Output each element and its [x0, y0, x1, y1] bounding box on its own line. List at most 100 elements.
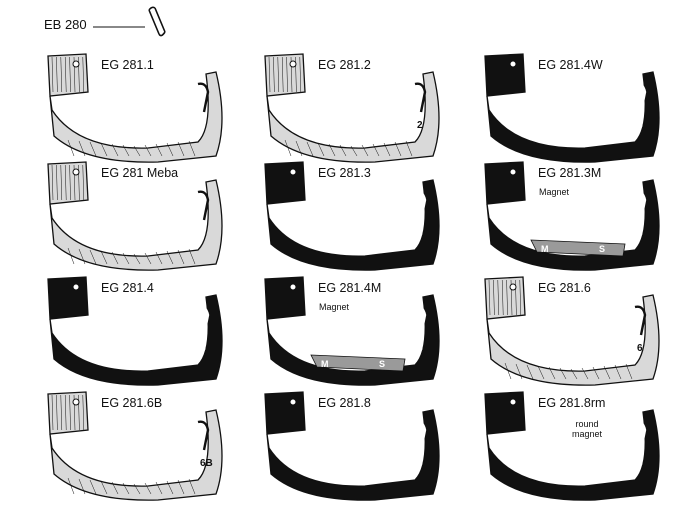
hatch-line	[100, 250, 108, 265]
size-number: 3	[637, 228, 643, 239]
magnet-callout: Magnet	[539, 187, 570, 197]
clip-sole-arm	[49, 409, 223, 501]
magnet-mark: M	[541, 244, 549, 254]
hatch-line	[537, 365, 545, 380]
model-label: EG 281 Meba	[101, 166, 179, 180]
hatch-line	[506, 279, 508, 316]
clip-back-plate	[47, 53, 89, 97]
hatch-line	[60, 164, 63, 201]
toe-hook-slot	[197, 82, 210, 113]
screw-hole	[509, 283, 517, 291]
boot-heel-clip-drawing: M S 3	[484, 161, 660, 271]
hatch-line	[328, 143, 336, 157]
hatch-line	[155, 251, 163, 265]
model-label: EG 281.2	[318, 58, 371, 72]
round-magnet-callout: round magnet	[567, 419, 607, 439]
hatch-line	[284, 139, 292, 157]
model-label: EG 281.3	[318, 166, 371, 180]
clip-sole-arm	[49, 71, 223, 163]
hatch-line	[519, 279, 522, 316]
hatch-line	[78, 478, 86, 495]
hatch-line	[56, 56, 58, 93]
hatch-line	[488, 279, 491, 316]
model-label: EG 281.1	[101, 58, 154, 72]
hatch-line	[581, 367, 589, 380]
model-label: EG 281.4W	[538, 58, 603, 72]
magnet-mark: S	[599, 244, 605, 254]
hatch-line	[133, 145, 141, 157]
product-cell-4: EG 281 Meba	[38, 160, 248, 275]
boot-heel-clip-drawing: 4	[47, 276, 223, 386]
hatch-line	[177, 249, 185, 265]
hatch-line	[111, 251, 119, 265]
product-cell-2: 2 EG 281.2	[255, 52, 465, 167]
product-cell-11: 8 EG 281.8	[255, 390, 465, 505]
hatch-line	[64, 164, 67, 201]
toe-hook-slot	[634, 305, 647, 336]
hatch-line	[188, 248, 196, 265]
hatch-line	[100, 480, 108, 495]
hatch-line	[100, 142, 108, 157]
product-cell-7: 4 EG 281.4	[38, 275, 248, 390]
clip-back-plate	[47, 276, 89, 320]
hatch-line	[122, 482, 130, 495]
clip-back-plate	[484, 276, 526, 320]
hatch-line	[89, 479, 97, 495]
hatch-line	[268, 56, 271, 93]
boot-heel-clip-drawing	[47, 53, 223, 163]
screw-hole	[509, 398, 517, 406]
hatch-line	[82, 394, 85, 431]
size-number: 8	[417, 458, 423, 469]
hatch-line	[188, 140, 196, 157]
model-label: EG 281.6B	[101, 396, 163, 410]
product-cell-10: 6B EG 281.6B	[38, 390, 248, 505]
hatch-line	[122, 144, 130, 157]
hatch-line	[515, 363, 523, 380]
clip-back-plate	[264, 276, 306, 320]
hatch-line	[501, 279, 504, 316]
screw-hole	[72, 60, 80, 68]
model-label: EG 281.4M	[318, 281, 382, 295]
magnet-strip	[530, 239, 626, 257]
hatch-line	[155, 143, 163, 157]
hatch-line	[177, 479, 185, 495]
toe-hook-slot	[414, 82, 427, 113]
boot-heel-clip-drawing: 6B	[47, 391, 223, 501]
hatch-line	[177, 141, 185, 157]
size-number: 4	[637, 120, 643, 131]
clip-icon	[93, 6, 166, 37]
model-label: EG 281.6	[538, 281, 591, 295]
boot-heel-clip-drawing: 6	[484, 276, 660, 386]
size-number: 6	[637, 343, 643, 354]
hatch-line	[82, 56, 85, 93]
screw-hole	[289, 60, 297, 68]
screw-hole	[509, 168, 517, 176]
hatch-line	[166, 142, 174, 157]
hatch-line	[570, 368, 578, 380]
hatch-line	[299, 56, 302, 93]
hatch-line	[89, 141, 97, 157]
hatch-line	[69, 394, 71, 431]
hatch-line	[497, 279, 500, 316]
screw-hole	[72, 283, 80, 291]
hatch-line	[277, 56, 280, 93]
header-label: EB 280	[44, 17, 87, 32]
size-number: 4	[417, 343, 423, 354]
hatch-line	[559, 367, 567, 380]
clip-sole-arm	[266, 179, 440, 271]
size-number: 6B	[200, 458, 213, 469]
boot-heel-clip-drawing: 8	[264, 391, 440, 501]
hatch-line	[306, 141, 314, 157]
toe-hook-slot	[197, 305, 210, 336]
hatch-line	[64, 394, 67, 431]
clip-back-plate	[264, 161, 306, 205]
hatch-line	[383, 142, 391, 157]
toe-hook-slot	[197, 420, 210, 451]
hatch-line	[60, 394, 63, 431]
hatch-line	[60, 56, 63, 93]
hatch-line	[78, 140, 86, 157]
hatch-line	[51, 164, 54, 201]
hatch-line	[56, 164, 58, 201]
